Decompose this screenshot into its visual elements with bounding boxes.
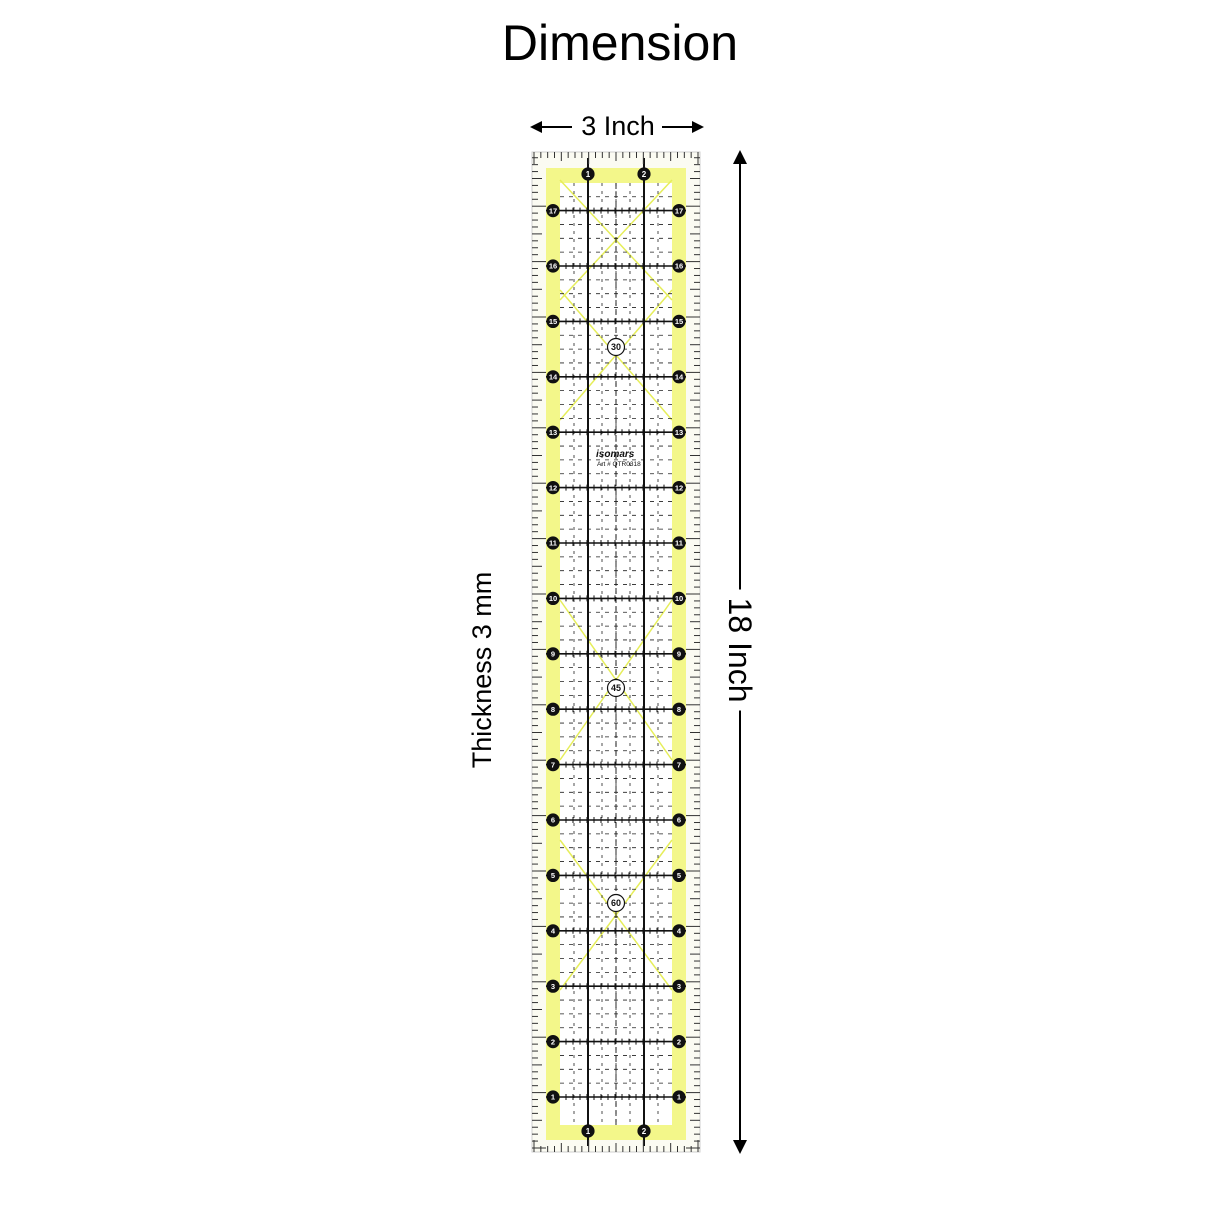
- side-mark-right-circle: [672, 702, 686, 716]
- side-mark-left-circle: [546, 204, 560, 218]
- side-mark-left: 7: [551, 760, 555, 769]
- angle-mark-circle: [606, 337, 626, 357]
- side-mark-left: 1: [551, 1093, 555, 1102]
- side-mark-left-circle: [546, 868, 560, 883]
- top-mark: 2: [642, 170, 647, 179]
- side-mark-right-circle: [672, 259, 686, 273]
- side-mark-right-circle: [672, 204, 686, 218]
- bottom-mark-circle: [581, 1124, 595, 1138]
- side-mark-left: 11: [549, 539, 557, 548]
- side-mark-left: 8: [551, 705, 555, 714]
- side-mark-left: 6: [551, 816, 555, 825]
- bottom-mark: 2: [642, 1127, 647, 1136]
- side-mark-left: 16: [549, 262, 557, 271]
- side-mark-left: 17: [549, 206, 557, 215]
- side-mark-left-circle: [546, 757, 560, 772]
- side-mark-left: 14: [549, 373, 558, 382]
- side-mark-right: 7: [677, 760, 681, 769]
- angle-mark: 30: [611, 342, 621, 352]
- side-mark-right-circle: [672, 591, 686, 606]
- side-mark-left-circle: [546, 1090, 560, 1104]
- angle-mark: 60: [611, 898, 621, 908]
- side-mark-left-circle: [546, 924, 560, 938]
- side-mark-right-circle: [672, 979, 686, 993]
- side-mark-right-circle: [672, 868, 686, 883]
- side-mark-left-circle: [546, 591, 560, 606]
- side-mark-left: 15: [549, 317, 557, 326]
- side-mark-right: 11: [675, 539, 683, 548]
- length-arrow-bottom-head: [733, 1140, 747, 1154]
- side-mark-right: 14: [675, 373, 684, 382]
- side-mark-left-circle: [546, 813, 560, 827]
- art-number-text: Art # QTR0318: [597, 461, 641, 468]
- side-mark-right: 15: [675, 317, 683, 326]
- side-mark-right-circle: [672, 813, 686, 827]
- side-mark-right-circle: [672, 1034, 686, 1049]
- angle-mark: 45: [611, 683, 621, 693]
- top-mark: 1: [586, 170, 591, 179]
- angle-mark-circle: [606, 678, 626, 698]
- side-mark-right: 12: [675, 483, 683, 492]
- side-mark-right-circle: [672, 924, 686, 938]
- side-mark-left-circle: [546, 259, 560, 273]
- side-mark-left-circle: [546, 702, 560, 716]
- side-mark-right: 16: [675, 262, 683, 271]
- side-mark-right: 10: [675, 594, 683, 603]
- side-mark-right: 2: [677, 1037, 681, 1046]
- page-title: Dimension: [501, 15, 739, 71]
- side-mark-right: 13: [675, 428, 683, 437]
- side-mark-left: 9: [551, 650, 555, 659]
- side-mark-left: 4: [551, 927, 556, 936]
- side-mark-right-circle: [672, 647, 686, 661]
- side-mark-right: 3: [677, 982, 681, 991]
- side-mark-left-circle: [546, 536, 560, 550]
- bottom-mark-circle: [637, 1124, 651, 1138]
- side-mark-left: 2: [551, 1037, 555, 1046]
- side-mark-left: 5: [551, 871, 555, 880]
- side-mark-right: 17: [675, 206, 683, 215]
- side-mark-left: 13: [549, 428, 557, 437]
- width-dimension: 3 Inch: [528, 106, 708, 146]
- side-mark-left-circle: [546, 1034, 560, 1049]
- side-mark-left-circle: [546, 314, 560, 328]
- width-arrow-left-head: [530, 121, 542, 133]
- side-mark-left-circle: [546, 979, 560, 993]
- width-arrow-right-head: [692, 121, 704, 133]
- side-mark-left: 10: [549, 594, 557, 603]
- side-mark-right: 1: [677, 1093, 681, 1102]
- side-mark-right-circle: [672, 481, 686, 495]
- side-mark-right-circle: [672, 536, 686, 550]
- width-label: 3 Inch: [581, 111, 655, 141]
- side-mark-left-circle: [546, 425, 560, 439]
- side-mark-right: 4: [677, 927, 682, 936]
- side-mark-left-circle: [546, 647, 560, 661]
- side-mark-left-circle: [546, 370, 560, 384]
- side-mark-right-circle: [672, 757, 686, 772]
- side-mark-right-circle: [672, 314, 686, 328]
- side-mark-left: 12: [549, 483, 557, 492]
- side-mark-left: 3: [551, 982, 555, 991]
- top-mark-circle: [581, 167, 595, 181]
- side-mark-right: 9: [677, 650, 681, 659]
- side-mark-left-circle: [546, 481, 560, 495]
- side-mark-right-circle: [672, 425, 686, 439]
- side-mark-right: 8: [677, 705, 681, 714]
- side-mark-right: 5: [677, 871, 681, 880]
- side-mark-right-circle: [672, 370, 686, 384]
- bottom-mark: 1: [586, 1127, 591, 1136]
- side-mark-right-circle: [672, 1090, 686, 1104]
- brand-logo-text: isomars: [596, 449, 635, 460]
- angle-mark-circle: [606, 893, 626, 913]
- length-arrow-top-head: [733, 150, 747, 164]
- top-mark-circle: [637, 167, 651, 181]
- side-mark-right: 6: [677, 816, 681, 825]
